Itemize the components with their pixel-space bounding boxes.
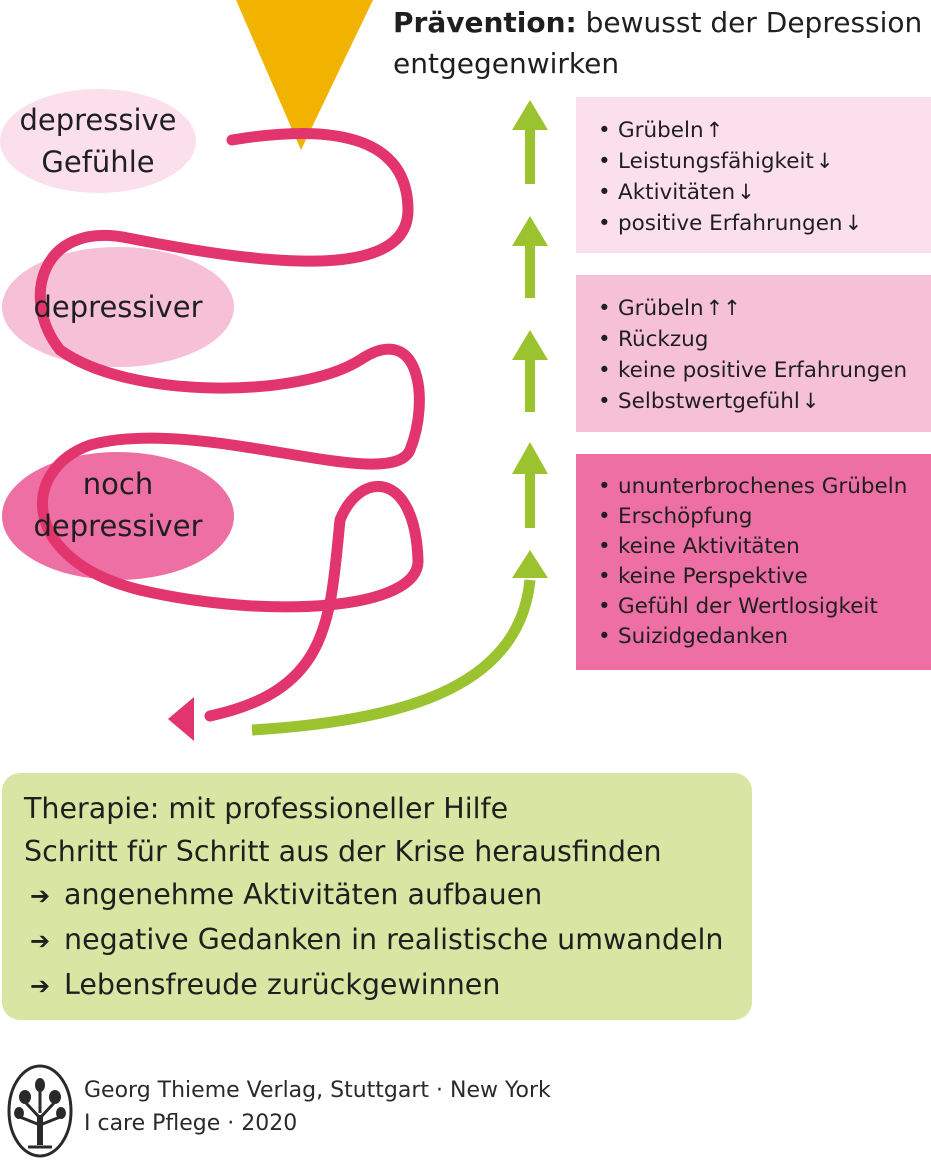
list-item: Selbstwertgefühl↓ bbox=[598, 386, 931, 417]
prevention-title-rest: bewusst der Depression entgegenwirken bbox=[393, 6, 923, 80]
symptom-list-2: Grübeln↑↑ Rückzug keine positive Erfahru… bbox=[598, 293, 931, 417]
tree-logo-icon bbox=[7, 1064, 73, 1158]
right-arrow-icon: ➔ bbox=[30, 882, 51, 910]
double-up-arrow-icon: ↑↑ bbox=[705, 296, 741, 320]
down-arrow-icon: ↓ bbox=[801, 389, 820, 413]
symptom-list-3: ununterbrochenes Grübeln Erschöpfung kei… bbox=[598, 472, 931, 652]
symptom-box-2: Grübeln↑↑ Rückzug keine positive Erfahru… bbox=[576, 275, 931, 432]
therapy-line-1: Therapie: mit professioneller Hilfe bbox=[24, 792, 509, 825]
spiral-arrowhead bbox=[168, 697, 194, 741]
list-item: keine Perspektive bbox=[598, 562, 931, 592]
list-item: Erschöpfung bbox=[598, 502, 931, 532]
therapy-step: ➔angenehme Aktivitäten aufbauen bbox=[24, 873, 752, 918]
green-up-arrow bbox=[512, 330, 548, 412]
green-up-arrow bbox=[512, 100, 548, 184]
green-up-arrow bbox=[512, 216, 548, 298]
funnel-triangle bbox=[236, 0, 373, 150]
green-return-arrowhead bbox=[512, 550, 548, 578]
list-item: Suizidgedanken bbox=[598, 622, 931, 652]
stage-ellipse-1 bbox=[0, 89, 196, 193]
stage-ellipse-2 bbox=[2, 247, 234, 367]
stage-label-2: depressiver bbox=[8, 286, 228, 328]
stage-label-3: noch depressiver bbox=[8, 463, 228, 547]
list-item: Leistungsfähigkeit↓ bbox=[598, 146, 931, 177]
up-arrow-icon: ↑ bbox=[705, 118, 724, 142]
prevention-title-bold: Prävention: bbox=[393, 6, 577, 39]
list-item: keine positive Erfahrungen bbox=[598, 355, 931, 386]
therapy-step: ➔Lebensfreude zurückgewinnen bbox=[24, 963, 752, 1008]
stage-1-line-2: Gefühle bbox=[41, 145, 155, 179]
therapy-line-2: Schritt für Schritt aus der Krise heraus… bbox=[24, 835, 662, 868]
symptom-box-1: Grübeln↑ Leistungsfähigkeit↓ Aktivitäten… bbox=[576, 97, 931, 253]
symptom-box-3: ununterbrochenes Grübeln Erschöpfung kei… bbox=[576, 454, 931, 670]
green-return-path bbox=[251, 579, 536, 736]
stage-label-1: depressive Gefühle bbox=[8, 99, 188, 183]
green-up-arrow bbox=[512, 442, 548, 528]
publisher-line-1: Georg Thieme Verlag, Stuttgart · New Yor… bbox=[84, 1078, 551, 1103]
list-item: Grübeln↑↑ bbox=[598, 293, 931, 324]
list-item: ununterbrochenes Grübeln bbox=[598, 472, 931, 502]
prevention-title: Prävention: bewusst der Depression entge… bbox=[393, 2, 928, 84]
list-item: keine Aktivitäten bbox=[598, 532, 931, 562]
therapy-step: ➔negative Gedanken in realistische umwan… bbox=[24, 918, 752, 963]
stage-2-line-1: depressiver bbox=[33, 290, 203, 324]
list-item: Rückzug bbox=[598, 324, 931, 355]
right-arrow-icon: ➔ bbox=[30, 972, 51, 1000]
symptom-list-1: Grübeln↑ Leistungsfähigkeit↓ Aktivitäten… bbox=[598, 115, 931, 239]
publisher-line-2: I care Pflege · 2020 bbox=[84, 1111, 298, 1136]
down-arrow-icon: ↓ bbox=[844, 211, 863, 235]
list-item: Grübeln↑ bbox=[598, 115, 931, 146]
stage-3-line-1: noch bbox=[82, 467, 154, 501]
list-item: Aktivitäten↓ bbox=[598, 177, 931, 208]
stage-3-line-2: depressiver bbox=[33, 509, 203, 543]
down-arrow-icon: ↓ bbox=[815, 149, 834, 173]
spiral-path bbox=[34, 128, 425, 722]
right-arrow-icon: ➔ bbox=[30, 927, 51, 955]
publisher-credit: Georg Thieme Verlag, Stuttgart · New Yor… bbox=[84, 1074, 551, 1140]
down-arrow-icon: ↓ bbox=[737, 180, 755, 204]
list-item: Gefühl der Wertlosigkeit bbox=[598, 592, 931, 622]
list-item: positive Erfahrungen↓ bbox=[598, 208, 931, 239]
therapy-box: Therapie: mit professioneller Hilfe Schr… bbox=[2, 773, 752, 1020]
stage-1-line-1: depressive bbox=[19, 103, 177, 137]
